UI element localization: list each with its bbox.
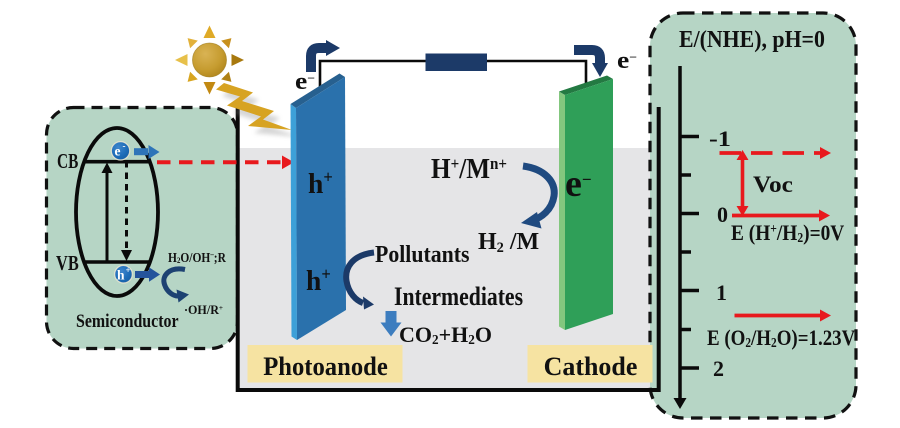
svg-text:h: h — [117, 268, 125, 283]
svg-text:e: e — [115, 144, 121, 159]
svg-text:+: + — [126, 265, 131, 275]
svg-text:-: - — [123, 141, 126, 151]
